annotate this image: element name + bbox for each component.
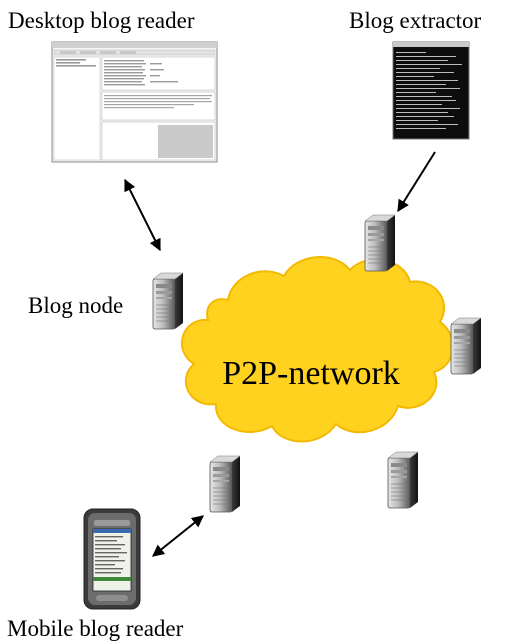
server-icon-right (450, 317, 482, 375)
arrow-desktop-to-node (124, 178, 161, 252)
mobile-reader-label: Mobile blog reader (7, 616, 184, 641)
arrow-phone-to-node (152, 515, 204, 557)
terminal-window-icon (392, 41, 470, 140)
p2p-network-label: P2P-network (222, 355, 400, 392)
mobile-phone-icon (83, 508, 141, 610)
server-icon-bottom-left (209, 455, 241, 513)
desktop-reader-label: Desktop blog reader (8, 8, 195, 33)
arrow-extractor-to-server (397, 151, 436, 213)
p2p-network-cloud (180, 256, 454, 443)
server-icon-blog-node (152, 272, 184, 330)
server-icon-bottom-right (387, 451, 419, 509)
desktop-app-window-icon (51, 41, 218, 163)
server-icon-top (364, 214, 396, 272)
blog-extractor-label: Blog extractor (349, 8, 482, 33)
blog-node-label: Blog node (28, 293, 123, 318)
